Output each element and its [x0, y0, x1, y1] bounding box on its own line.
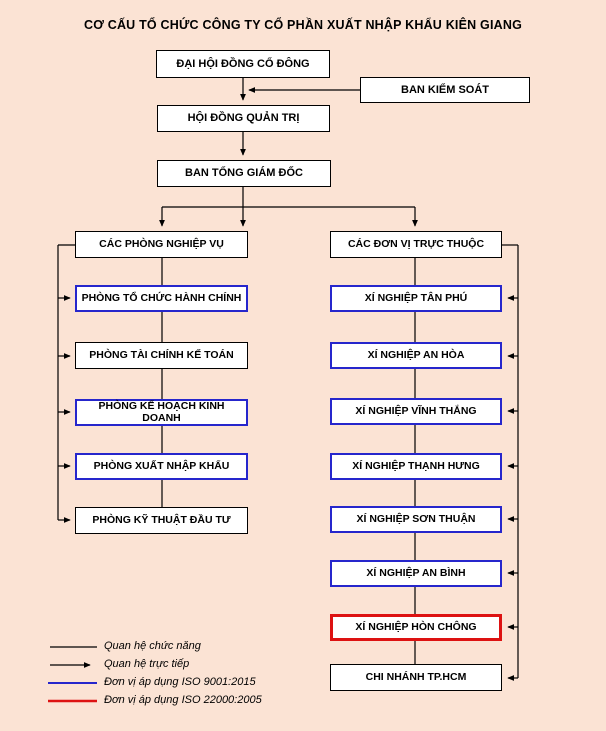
- box-dept-admin: PHÒNG TỔ CHỨC HÀNH CHÍNH: [75, 285, 248, 312]
- box-unit-hon-chong: XÍ NGHIỆP HÒN CHÔNG: [330, 614, 502, 641]
- box-dept-technical: PHÒNG KỸ THUẬT ĐẦU TƯ: [75, 507, 248, 534]
- box-dept-finance: PHÒNG TÀI CHÍNH KẾ TOÁN: [75, 342, 248, 369]
- box-units-header: CÁC ĐƠN VỊ TRỰC THUỘC: [330, 231, 502, 258]
- box-unit-an-binh: XÍ NGHIỆP AN BÌNH: [330, 560, 502, 587]
- box-unit-an-hoa: XÍ NGHIỆP AN HÒA: [330, 342, 502, 369]
- box-unit-thanh-hung: XÍ NGHIỆP THẠNH HƯNG: [330, 453, 502, 480]
- chart-title: CƠ CẤU TỔ CHỨC CÔNG TY CỔ PHẦN XUẤT NHẬP…: [83, 18, 523, 32]
- box-unit-tan-phu: XÍ NGHIỆP TÂN PHÚ: [330, 285, 502, 312]
- box-dept-planning: PHÒNG KẾ HOẠCH KINH DOANH: [75, 399, 248, 426]
- box-unit-vinh-thang: XÍ NGHIỆP VĨNH THẮNG: [330, 398, 502, 425]
- box-departments-header: CÁC PHÒNG NGHIỆP VỤ: [75, 231, 248, 258]
- box-unit-son-thuan: XÍ NGHIỆP SƠN THUẬN: [330, 506, 502, 533]
- legend-label-functional: Quan hệ chức năng: [104, 640, 201, 652]
- box-general-directors: BAN TỔNG GIÁM ĐỐC: [157, 160, 331, 187]
- legend-label-iso9001: Đơn vị áp dụng ISO 9001:2015: [104, 676, 256, 688]
- legend-swatches: [48, 646, 97, 703]
- box-shareholders-meeting: ĐẠI HỘI ĐỒNG CỔ ĐÔNG: [156, 50, 330, 78]
- legend-label-iso22000: Đơn vị áp dụng ISO 22000:2005: [104, 694, 262, 706]
- legend-label-direct: Quan hệ trực tiếp: [104, 658, 190, 670]
- box-supervisory-board: BAN KIỂM SOÁT: [360, 77, 530, 103]
- box-branch-hcmc: CHI NHÁNH TP.HCM: [330, 664, 502, 691]
- box-dept-import-export: PHÒNG XUẤT NHẬP KHẨU: [75, 453, 248, 480]
- box-board-of-directors: HỘI ĐỒNG QUẢN TRỊ: [157, 105, 330, 132]
